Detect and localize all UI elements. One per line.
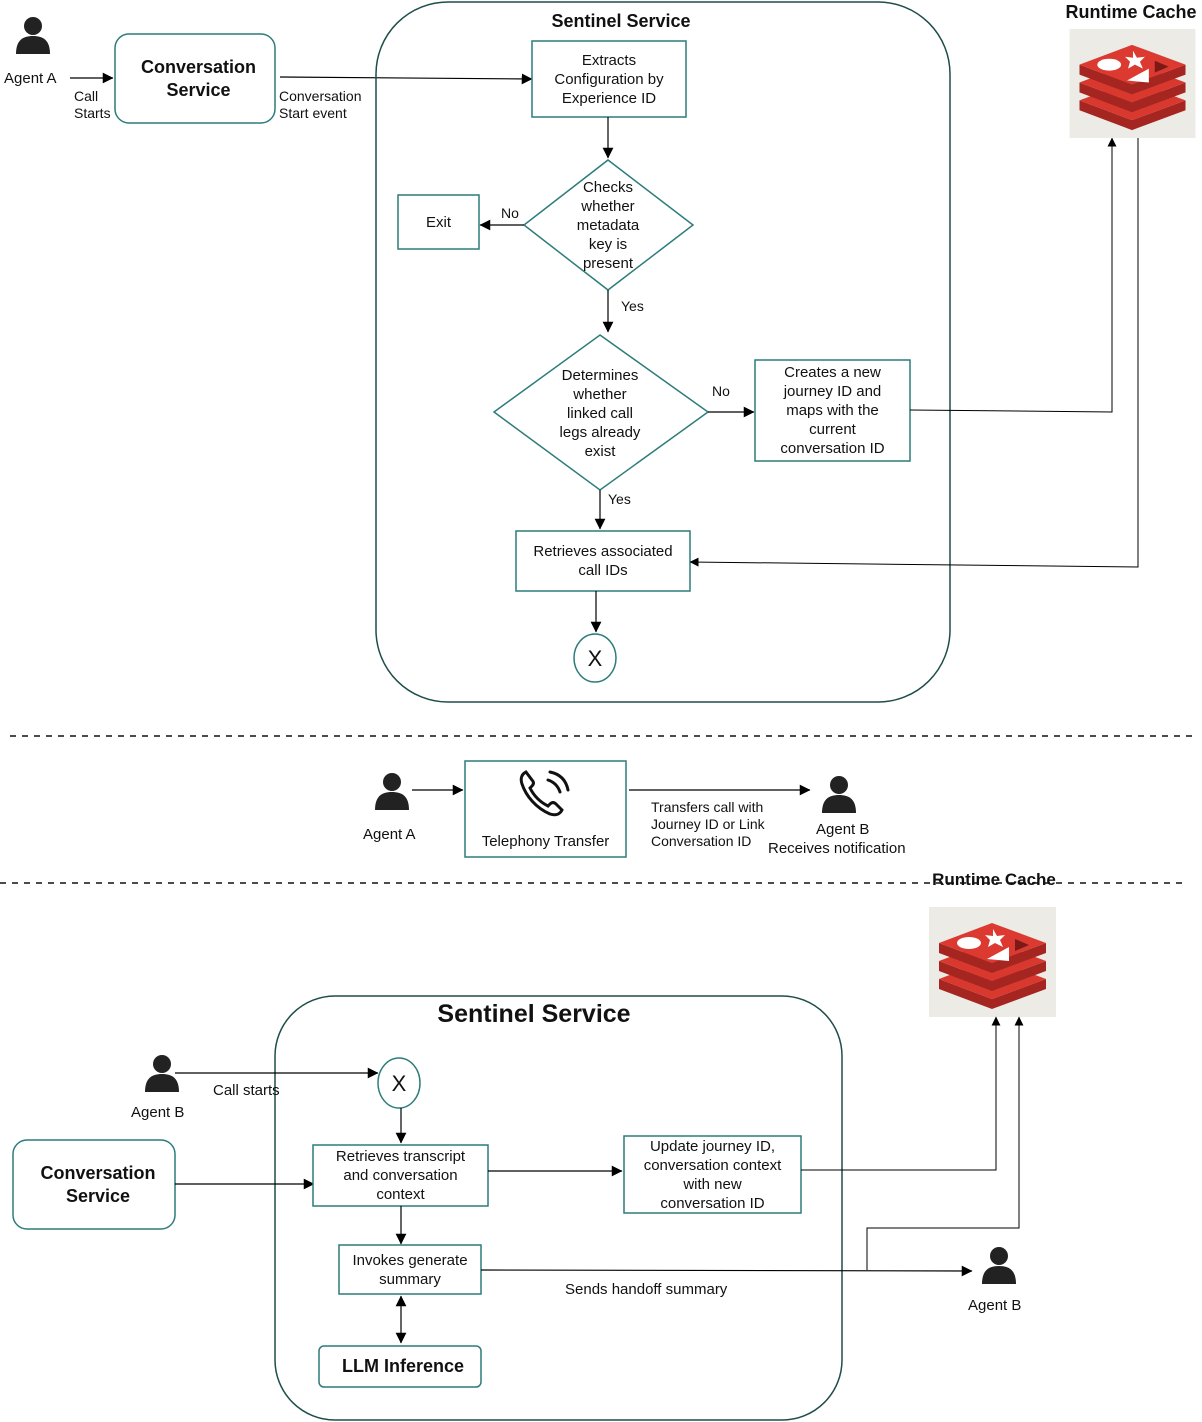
no-label-2: No xyxy=(712,383,730,399)
agent-a-middle-label: Agent A xyxy=(363,826,416,843)
agent-b-top-person-icon xyxy=(145,1055,179,1092)
checks-label: Checks whether metadata key is present xyxy=(576,178,640,272)
arrow-to-extracts xyxy=(279,73,533,85)
redis-logo-bottom-icon xyxy=(929,907,1056,1017)
connector-x-bottom xyxy=(377,1057,421,1109)
connector-x-top-label: X xyxy=(587,645,603,671)
llm-inference-box xyxy=(318,1345,482,1388)
agent-a-middle-person-icon xyxy=(375,773,409,810)
runtime-cache-title-top: Runtime Cache xyxy=(1065,2,1197,22)
telephony-transfer-label: Telephony Transfer xyxy=(481,832,610,850)
receives-notification-label: Receives notification xyxy=(768,840,906,857)
connector-x-bottom-label: X xyxy=(391,1070,407,1096)
invokes-label: Invokes generate summary xyxy=(352,1251,468,1288)
extracts-label: Extracts Configuration by Experience ID xyxy=(554,51,664,107)
creates-label: Creates a new journey ID and maps with t… xyxy=(780,364,885,457)
telephony-transfer-box xyxy=(464,760,627,858)
retrieves-ids-label: Retrieves associated call IDs xyxy=(533,543,673,579)
conversation-service-bottom-label: Conversation Service xyxy=(40,1162,156,1206)
agent-a-label: Agent A xyxy=(4,70,57,87)
transfers-label: Transfers call with Journey ID or Link C… xyxy=(651,799,765,849)
no-label-1: No xyxy=(501,205,519,221)
agent-b-middle-person-icon xyxy=(822,776,856,813)
arrow-update-to-cache xyxy=(801,1016,1001,1171)
sentinel-service-title-bottom: Sentinel Service xyxy=(437,1000,631,1028)
determines-label: Determines whether linked call legs alre… xyxy=(559,366,641,460)
arrow-to-agent-b-right xyxy=(480,1265,973,1277)
agent-a-person-icon xyxy=(16,17,50,54)
llm-inference-label: LLM Inference xyxy=(341,1356,465,1376)
yes-label-2: Yes xyxy=(608,491,631,507)
conversation-start-event-label: Conversation Start event xyxy=(279,88,362,121)
conversation-service-box xyxy=(114,33,276,124)
redis-logo-icon xyxy=(1069,29,1196,138)
arrow-summary-to-cache xyxy=(866,1016,1024,1270)
conversation-service-label: Conversation Service xyxy=(140,56,257,100)
arrow-creates-to-cache xyxy=(909,137,1117,413)
agent-b-top-label: Agent B xyxy=(131,1104,185,1121)
agent-b-right-person-icon xyxy=(982,1247,1016,1284)
invokes-box xyxy=(338,1244,482,1295)
update-label: Update journey ID, conversation context … xyxy=(643,1137,782,1212)
runtime-cache-title-bottom: Runtime Cache xyxy=(932,870,1056,889)
extracts-box xyxy=(531,40,687,118)
sends-handoff-label: Sends handoff summary xyxy=(565,1281,728,1298)
sentinel-service-container-bottom xyxy=(274,995,843,1421)
phone-icon xyxy=(519,770,570,817)
retrieves-ids-box xyxy=(515,530,691,592)
arrow-cache-to-retrieves xyxy=(689,138,1139,568)
retrieves-transcript-box xyxy=(312,1144,489,1207)
retrieves-transcript-label: Retrieves transcript and conversation co… xyxy=(335,1148,466,1203)
agent-b-middle-label: Agent B xyxy=(816,821,870,838)
agent-b-right-label: Agent B xyxy=(968,1297,1022,1314)
sentinel-service-container-top xyxy=(375,1,951,703)
call-starts-label: Call Starts xyxy=(74,88,111,121)
exit-label: Exit xyxy=(425,213,451,231)
yes-label-1: Yes xyxy=(621,298,644,314)
connector-x-top xyxy=(573,633,617,683)
creates-box xyxy=(754,359,911,462)
call-starts-bottom-label: Call starts xyxy=(213,1082,280,1099)
exit-box xyxy=(397,194,480,250)
sentinel-service-title-top: Sentinel Service xyxy=(551,11,691,31)
update-box xyxy=(623,1135,802,1214)
